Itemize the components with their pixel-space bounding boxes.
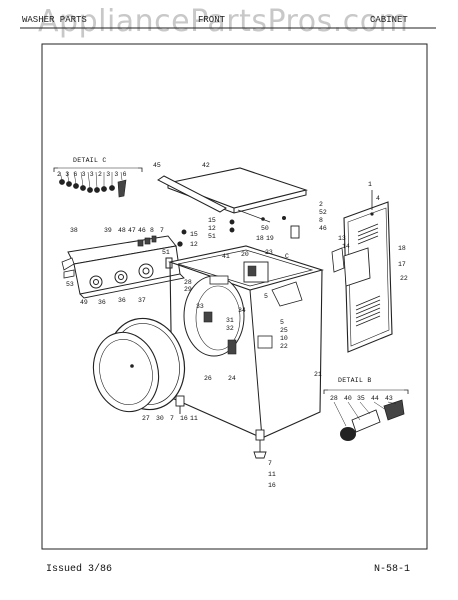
part-number-label: 1 (368, 181, 372, 188)
detail-b-part-number: 28 (330, 395, 338, 402)
detail-c-part-number: 3 (114, 171, 118, 178)
part-number-label: 15 (208, 217, 216, 224)
part-number-label: 29 (184, 286, 192, 293)
part-number-label: 46 (138, 227, 146, 234)
part-number-label: 15 (190, 231, 198, 238)
footer-page-code: N-58-1 (374, 564, 411, 575)
part-number-label: 20 (241, 251, 249, 258)
part-number-label: 42 (202, 162, 210, 169)
console-panel-group (61, 235, 185, 299)
cabinet-group (167, 245, 324, 459)
part-number-label: 8 (150, 227, 154, 234)
part-number-label: 52 (319, 209, 327, 216)
detail-b-part-number: 43 (385, 395, 393, 402)
part-number-label: 49 (80, 299, 88, 306)
diagram-frame (41, 43, 428, 550)
header-center-text: FRONT (198, 15, 226, 25)
part-number-label: 12 (190, 241, 198, 248)
part-number-label: 18 (398, 245, 406, 252)
part-number-label: 45 (153, 162, 161, 169)
header-right-text: CABINET (370, 15, 408, 25)
part-number-label: 18 (256, 235, 264, 242)
part-number-label: 33 (196, 303, 204, 310)
detail-b-group: DETAIL B 28 40 35 44 43 (323, 377, 409, 441)
part-number-label: 50 (261, 225, 269, 232)
part-number-label: 11 (268, 471, 276, 478)
part-number-label: 34 (238, 307, 246, 314)
part-number-label: C (285, 253, 289, 260)
detail-b-part-number: 44 (371, 395, 379, 402)
part-number-label: 38 (70, 227, 78, 234)
part-number-label: 39 (104, 227, 112, 234)
top-lid-group (157, 167, 308, 223)
part-number-label: 25 (280, 327, 288, 334)
part-number-label: 21 (314, 371, 322, 378)
part-number-label: 28 (184, 279, 192, 286)
detail-b-part-number: 40 (344, 395, 352, 402)
part-number-label: 22 (280, 343, 288, 350)
lid-strip (157, 175, 227, 213)
part-number-label: 47 (128, 227, 136, 234)
part-number-label: 26 (204, 375, 212, 382)
part-number-label: 12 (208, 225, 216, 232)
part-number-label: 7 (170, 415, 174, 422)
header-left-text: WASHER PARTS (22, 15, 87, 25)
door-group (92, 317, 186, 413)
back-panel-group (331, 190, 393, 353)
part-number-label: 10 (280, 335, 288, 342)
detail-c-part-number: 3 (106, 171, 110, 178)
part-number-label: 32 (226, 325, 234, 332)
part-number-label: 13 (338, 235, 346, 242)
part-number-label: 41 (222, 253, 230, 260)
part-number-label: 14 (342, 243, 350, 250)
door-glass (92, 331, 160, 413)
detail-c-part-number: 6 (73, 171, 77, 178)
part-number-label: 30 (156, 415, 164, 422)
part-number-label: 36 (118, 297, 126, 304)
part-number-label: 51 (208, 233, 216, 240)
top-bracket (177, 219, 300, 247)
part-number-label: 51 (162, 249, 170, 256)
part-number-label: 7 (160, 227, 164, 234)
detail-c-part-number: 3 (65, 171, 69, 178)
part-number-label: 23 (265, 249, 273, 256)
part-number-label: 7 (268, 460, 272, 467)
detail-c-part-number: 2 (98, 171, 102, 178)
part-number-label: 2 (319, 201, 323, 208)
detail-c-label: DETAIL C (73, 157, 107, 164)
part-number-label: 48 (118, 227, 126, 234)
detail-c-part-number: 2 (57, 171, 61, 178)
part-number-label: 19 (266, 235, 274, 242)
part-number-label: 5 (280, 319, 284, 326)
part-number-label: 31 (226, 317, 234, 324)
part-number-label: 24 (228, 375, 236, 382)
part-number-label: 46 (319, 225, 327, 232)
part-number-label: 27 (142, 415, 150, 422)
part-number-label: 11 (190, 415, 198, 422)
part-number-label: 16 (268, 482, 276, 489)
watermark-text: AppliancePartsPros.com (38, 4, 409, 39)
footer-issued-text: Issued 3/86 (46, 564, 113, 575)
detail-b-part-number: 35 (357, 395, 365, 402)
part-number-label: 17 (398, 261, 406, 268)
part-number-label: 36 (98, 299, 106, 306)
detail-c-part-number: 3 (82, 171, 86, 178)
detail-b-label: DETAIL B (338, 377, 372, 384)
part-number-label: 4 (376, 195, 380, 202)
top-lid-panel (166, 167, 308, 209)
part-number-label: 22 (400, 275, 408, 282)
part-number-label: 53 (66, 281, 74, 288)
part-number-label: 5 (264, 293, 268, 300)
part-number-label: 37 (138, 297, 146, 304)
part-number-label: 16 (180, 415, 188, 422)
detail-c-part-number: 3 (90, 171, 94, 178)
part-number-label: 8 (319, 217, 323, 224)
detail-c-part-number: 6 (123, 171, 127, 178)
